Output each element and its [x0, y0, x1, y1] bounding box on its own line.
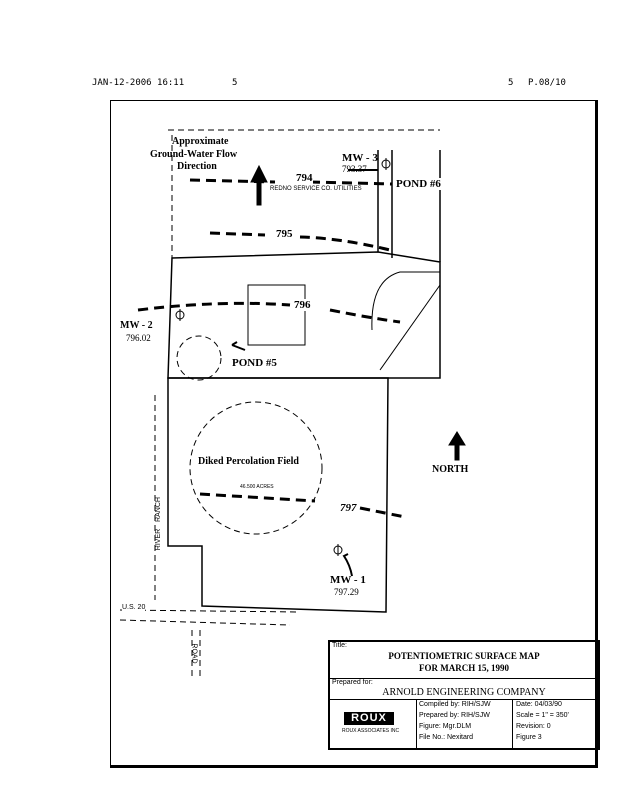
field-area-label: 46.500 ACRES: [240, 484, 274, 490]
utilities-label: REDNO SERVICE CO. UTILITIES: [270, 186, 362, 192]
pond-5-outline: [176, 335, 222, 381]
road-label-river: RIVER: [155, 528, 163, 551]
fax-page-number: P.08/10: [528, 78, 566, 88]
contour-label-795: 795: [276, 228, 293, 240]
roux-logo-subtitle: ROUX ASSOCIATES INC: [342, 728, 400, 734]
fax-code-left: 5: [232, 78, 238, 88]
north-label: NORTH: [432, 464, 469, 475]
flow-direction-arrow: [250, 164, 268, 206]
pond5-pointer: [231, 341, 246, 351]
mw3-elevation: 793.37: [342, 164, 367, 174]
road-label-road: ROAD: [190, 643, 198, 664]
lower-parcel-boundary: [167, 377, 389, 613]
title-block: Title: POTENTIOMETRIC SURFACE MAP FOR MA…: [328, 640, 600, 750]
title-line-2: FOR MARCH 15, 1990: [419, 663, 509, 673]
mw1-elevation: 797.29: [334, 587, 359, 597]
flow-label-line3: Direction: [177, 161, 217, 172]
building: [247, 284, 306, 346]
mw3-name: MW - 3: [342, 152, 378, 164]
date: Date: 04/03/90: [516, 701, 562, 708]
contour-796: [137, 301, 401, 324]
title-line-1: POTENTIOMETRIC SURFACE MAP: [388, 651, 540, 661]
file-number: File No.: Nexitard: [419, 734, 474, 741]
mw1-pointer: [342, 553, 353, 577]
mw2-name: MW - 2: [120, 320, 153, 331]
mw2-elevation: 796.02: [126, 333, 151, 343]
fax-datetime: JAN-12-2006 16:11: [92, 78, 185, 88]
road-label-us20: U.S. 20: [122, 604, 146, 611]
figure-number: Figure 3: [516, 734, 542, 741]
prepared-for-caption: Prepared for:: [332, 679, 373, 686]
upper-parcel-boundary: [167, 251, 441, 379]
compiled-by: Compiled by: RIH/SJW: [419, 701, 491, 708]
mw1-name: MW - 1: [330, 574, 366, 586]
flow-label-line1: Approximate: [172, 136, 229, 147]
diked-percolation-field-outline: [189, 401, 323, 535]
contour-794: [189, 178, 393, 186]
prepared-by: Prepared by: RIH/SJW: [419, 712, 490, 719]
title-caption: Title:: [332, 642, 347, 649]
pond-6-boundary: [377, 150, 441, 262]
contour-797: [199, 492, 406, 519]
road-label-ranch: RANCH: [154, 497, 162, 522]
roux-logo: ROUX: [344, 712, 394, 725]
contour-label-794: 794: [296, 172, 313, 184]
field-label: Diked Percolation Field: [198, 456, 299, 467]
contour-label-797: 797: [340, 502, 357, 514]
client-name: ARNOLD ENGINEERING COMPANY: [382, 687, 546, 698]
scale: Scale = 1" = 350': [516, 712, 569, 719]
contour-label-796: 796: [294, 299, 311, 311]
fax-code-right: 5: [508, 78, 514, 88]
pond-6-label: POND #6: [396, 178, 441, 190]
contour-795: [209, 231, 391, 252]
flow-label-line2: Ground-Water Flow: [150, 149, 238, 160]
figure-file: Figure: Mgr.DLM: [419, 723, 472, 730]
revision: Revision: 0: [516, 723, 551, 730]
north-arrow: [448, 431, 466, 461]
pond-5-label: POND #5: [232, 357, 277, 369]
map-frame: [110, 100, 598, 768]
